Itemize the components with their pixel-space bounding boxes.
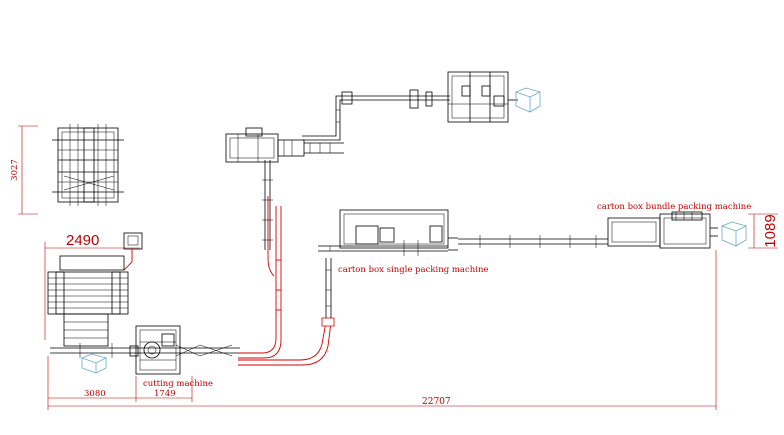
- dim-3080-label: 3080: [84, 389, 106, 399]
- dimension-3027: 3027: [10, 125, 38, 215]
- cutting-machine: [129, 325, 181, 375]
- dim-22707-label: 22707: [422, 397, 451, 407]
- dim-3027-label: 3027: [10, 159, 20, 181]
- bundle-packing-label: carton box bundle packing machine: [597, 202, 751, 212]
- dim-1089-label: 1089: [762, 214, 779, 247]
- dim-1749-label: 1749: [154, 389, 176, 399]
- top-right-machine: [447, 71, 518, 123]
- single-packing-label: carton box single packing machine: [338, 265, 488, 275]
- dimension-2490: 2490: [44, 232, 140, 340]
- dimension-1089: 1089: [748, 213, 779, 249]
- single-packing-machine: [318, 209, 458, 318]
- red-conveyor-to-single: [238, 317, 335, 366]
- carton-icon-left: [80, 353, 108, 374]
- dim-2490-label: 2490: [66, 232, 99, 249]
- cutting-machine-label: cutting machine: [143, 379, 213, 389]
- upper-link-conveyor: [302, 89, 450, 141]
- feeder-machine: [47, 255, 129, 347]
- side-view-machine: [52, 124, 124, 206]
- bottom-conveyor: [50, 343, 240, 358]
- control-cabinet: [123, 232, 143, 271]
- upper-center-machine: [225, 127, 344, 163]
- upper-vertical-conveyor: [262, 160, 275, 277]
- main-conveyor: [458, 235, 608, 248]
- bundle-packing-machine: [607, 211, 718, 249]
- bottom-dimensions: 3080 1749 22707: [47, 250, 717, 410]
- carton-icon-top-right: [514, 87, 542, 113]
- carton-icon-right: [720, 221, 748, 247]
- red-conveyor-to-upper: [238, 206, 282, 359]
